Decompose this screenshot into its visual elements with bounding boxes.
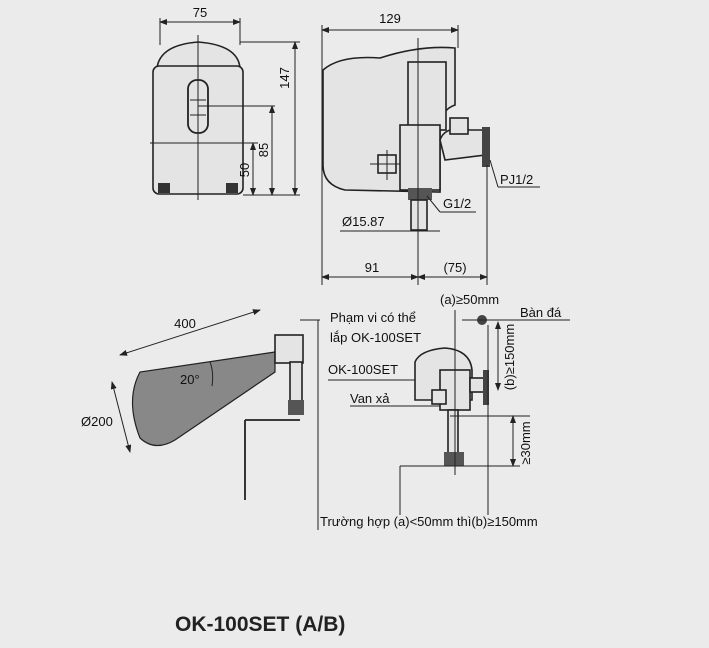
clearance-b-label: (b)≥150mm [502, 324, 517, 390]
range-label-line1: Phạm vi có thể [330, 310, 416, 325]
inlet-label: PJ1/2 [500, 172, 533, 187]
width-dimension: 75 [193, 5, 207, 20]
unit-label: OK-100SET [328, 362, 398, 377]
side-width-dimension: 129 [379, 11, 401, 26]
angle-label: 20° [180, 372, 200, 387]
height-dimension: 147 [277, 67, 292, 89]
pipe-diameter-label: Ø15.87 [342, 214, 385, 229]
detection-range-view: 400 Ø200 20° Phạm vi có thể lắp OK-100SE… [81, 292, 570, 530]
clearance-a-label: (a)≥50mm [440, 292, 499, 307]
thread-label: G1/2 [443, 196, 471, 211]
range-label-line2: lắp OK-100SET [330, 330, 421, 345]
depth-left-dimension: 91 [365, 260, 379, 275]
floor-clearance-label: ≥30mm [518, 421, 533, 464]
side-view: 129 Ø15.87 G1/2 PJ1/2 91 (75) [321, 11, 540, 285]
front-view: 75 147 85 50 [150, 5, 300, 200]
sensor-height-dimension: 85 [256, 143, 271, 157]
depth-right-dimension: (75) [443, 260, 466, 275]
range-length-label: 400 [174, 316, 196, 331]
condition-note: Trường hợp (a)<50mm thì(b)≥150mm [320, 514, 538, 529]
counter-label: Bàn đá [520, 305, 562, 320]
range-diameter-label: Ø200 [81, 414, 113, 429]
lower-height-dimension: 50 [237, 163, 252, 177]
model-title: OK-100SET (A/B) [175, 613, 345, 636]
valve-label: Van xả [350, 391, 390, 406]
